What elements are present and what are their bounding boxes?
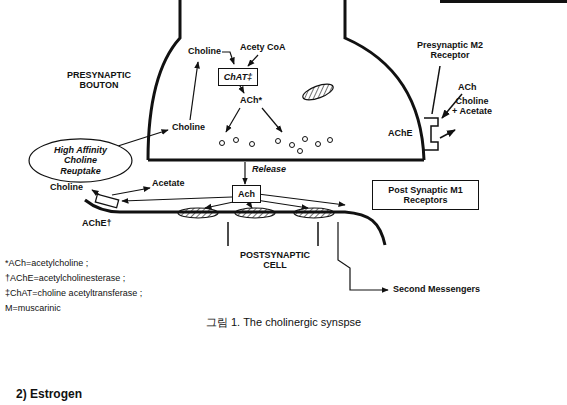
receptor-box: Post Synaptic M1 Receptors (372, 180, 479, 210)
presynaptic-bouton (148, 0, 424, 160)
presynaptic-bouton (345, 0, 424, 160)
part-label: ACh* (240, 95, 262, 105)
pathway-arrows (248, 55, 258, 66)
m2-receptor (440, 130, 455, 138)
vesicles (234, 138, 239, 143)
part-label: Choline (50, 182, 83, 192)
pathway-arrows (112, 188, 150, 195)
part-label: Choline (188, 46, 221, 56)
node-text: Post Synaptic M1 Receptors (380, 185, 472, 206)
m1-receptors (235, 208, 275, 218)
vesicles (303, 137, 308, 142)
presynaptic-bouton (148, 0, 180, 160)
figure-caption: 그림 1. The cholinergic synspse (0, 316, 567, 329)
vesicles (290, 143, 295, 148)
footnote: M=muscarinic (5, 303, 61, 313)
pathway-arrows (222, 52, 234, 64)
node-text: Ach (238, 189, 255, 199)
postsynaptic-membrane (85, 200, 385, 246)
transmitter-box: Ach (232, 185, 261, 203)
pathway-arrows (122, 197, 232, 201)
pathway-arrows (256, 200, 308, 208)
vesicles (220, 141, 225, 146)
reuptake-ellipse: High Affinity Choline Reuptake (28, 138, 133, 183)
pathway-arrows (258, 194, 345, 205)
part-label: ACh (458, 82, 477, 92)
m1-receptors (178, 208, 218, 218)
footnote: *ACh=acetylcholine ; (5, 258, 88, 268)
ache-enzyme (95, 194, 118, 207)
part-label: Acety CoA (240, 42, 286, 52)
vesicles (220, 137, 333, 154)
part-label: Choline + Acetate (452, 96, 492, 117)
m2-receptor (424, 118, 438, 150)
part-label: PRESYNAPTIC BOUTON (56, 70, 142, 91)
part-label: Release (252, 164, 286, 174)
part-label: Acetate (152, 178, 185, 188)
vesicles (276, 139, 281, 144)
m2-receptor (432, 66, 440, 114)
section-heading: 2) Estrogen (16, 388, 82, 402)
part-label: POSTSYNAPTIC CELL (230, 250, 320, 271)
vesicles (298, 149, 303, 154)
vesicles (328, 138, 333, 143)
ellipse-outline (29, 139, 132, 182)
pathway-arrows (226, 108, 240, 132)
pathway-arrows (262, 108, 282, 132)
m1-receptors (178, 208, 334, 218)
m1-receptors (294, 208, 334, 218)
presynaptic-bouton (148, 159, 424, 162)
pathway-arrows (240, 86, 244, 93)
part-label: AChE (388, 128, 413, 138)
vesicles (250, 142, 255, 147)
pathway-arrows (190, 62, 198, 120)
part-label: Choline (172, 122, 205, 132)
pathway-arrows (118, 130, 168, 146)
part-label: Second Messengers (393, 284, 480, 294)
part-label: Presynaptic M2 Receptor (410, 40, 490, 61)
postsynaptic-membrane (227, 222, 229, 246)
ache-enzyme (95, 194, 118, 207)
top-rule (440, 0, 567, 3)
enzyme-box: ChAT‡ (218, 68, 258, 86)
mitochondrion (301, 81, 335, 103)
footnote: ‡ChAT=choline acetyltransferase ; (5, 288, 142, 298)
node-text: ChAT‡ (224, 72, 252, 82)
pathway-arrows (244, 162, 245, 184)
node-text: High Affinity Choline Reuptake (45, 145, 117, 176)
part-label: AChE† (82, 218, 112, 228)
vesicles (316, 142, 321, 147)
postsynaptic-membrane (317, 222, 319, 246)
postsynaptic-membrane (85, 200, 385, 245)
footnote: †AChE=acetylcholinesterase ; (5, 273, 125, 283)
